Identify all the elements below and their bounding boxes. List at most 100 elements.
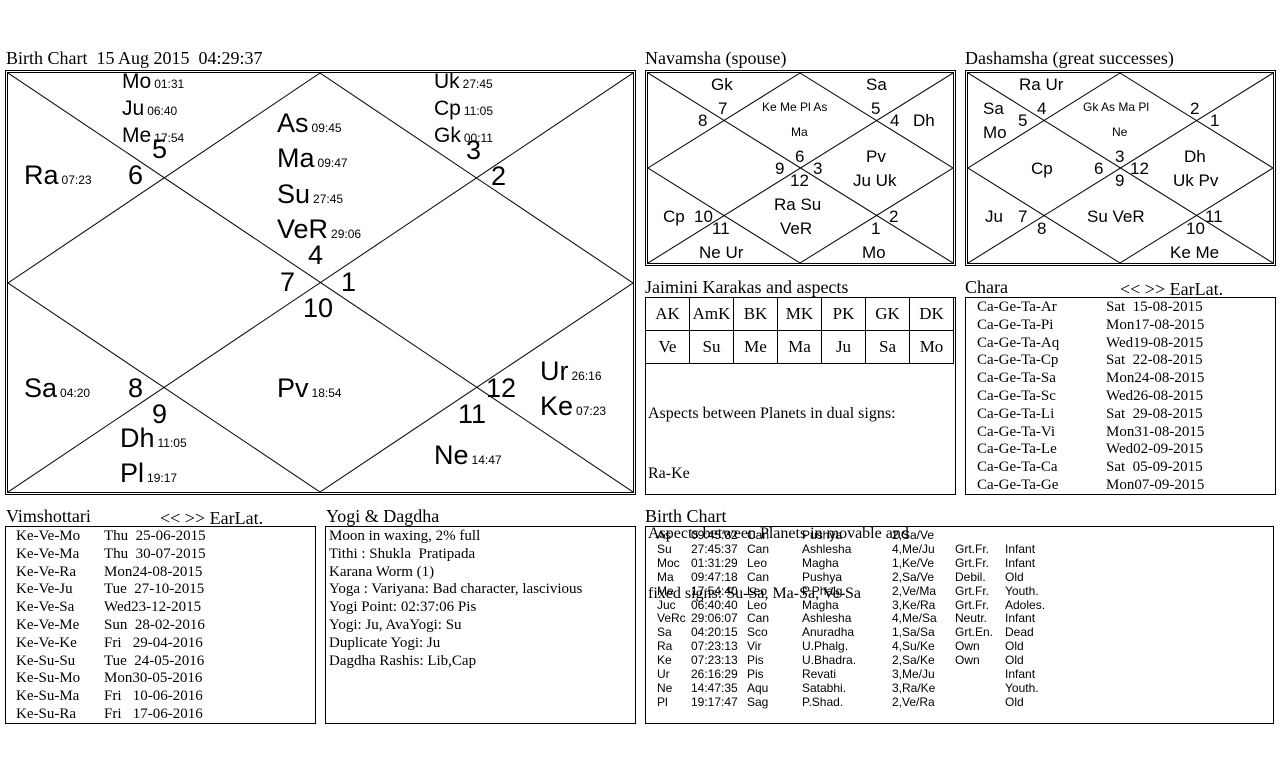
yogi-line: Yogi: Ju, AvaYogi: Su — [329, 616, 462, 633]
karaka-value: Sa — [865, 330, 910, 364]
vimshottari-nav[interactable]: << >> EarLat. — [160, 508, 264, 528]
das-left-bottom: Ju — [985, 207, 1003, 226]
cell-dignity: Debil. — [955, 569, 986, 584]
cell-age: Infant — [1005, 555, 1036, 570]
yogi-line: Tithi : Shukla Pratipada — [329, 545, 476, 562]
das-house: 12 — [1130, 159, 1149, 178]
cell-planet: VeRc — [657, 611, 686, 626]
karaka-header: MK — [777, 297, 822, 331]
cell-nakshatra: P.Shad. — [802, 694, 844, 709]
cell-longitude: 07:23:13 — [691, 653, 738, 668]
cell-age: Old — [1005, 694, 1024, 709]
cell-sign: Sag — [747, 694, 769, 709]
period-date: Sat 29-08-2015 — [1106, 405, 1203, 422]
period-name: Ke-Ve-Ju — [16, 581, 73, 598]
period-name: Ca-Ge-Ta-Sa — [977, 370, 1056, 387]
cell-longitude: 19:17:47 — [691, 694, 738, 709]
yogi-panel[interactable] — [325, 526, 636, 724]
cell-nakshatra: Revati — [802, 667, 837, 682]
das-house: 6 — [1094, 159, 1104, 178]
cell-age: Old — [1005, 569, 1024, 584]
period-name: Ke-Su-Su — [16, 652, 76, 669]
period-name: Ke-Ve-Me — [16, 616, 80, 633]
das-house: 4 — [1037, 99, 1047, 118]
cell-age: Infant — [1005, 667, 1036, 682]
karaka-value: Ju — [821, 330, 866, 364]
dashamsha-panel[interactable] — [965, 70, 1276, 266]
chara-panel[interactable] — [965, 297, 1276, 495]
cell-age: Old — [1005, 639, 1024, 654]
period-date: Tue 27-10-2015 — [104, 581, 205, 598]
das-bottom-right: Ke Me — [1170, 243, 1220, 262]
nav-bottom-left: Ne Ur — [699, 243, 744, 262]
cell-sign: Vir — [747, 639, 762, 654]
list-item[interactable]: Ke-Ve-Ju Tue 27-10-2015 — [16, 581, 206, 599]
period-name: Ca-Ge-Ta-Vi — [977, 423, 1056, 440]
das-center-bottom: Su VeR — [1087, 207, 1145, 226]
nav-right-1: Pv — [866, 147, 886, 166]
nav-top-right: Sa — [866, 75, 887, 94]
karaka-value: Me — [733, 330, 778, 364]
cell-nakshatra: Pushya — [802, 528, 843, 542]
yogi-line: Karana Worm (1) — [329, 563, 435, 580]
das-house: 2 — [1190, 99, 1200, 118]
vimshottari-panel[interactable] — [5, 526, 316, 724]
birth-chart-panel[interactable] — [5, 70, 636, 495]
navamsha-panel[interactable] — [645, 70, 956, 266]
karaka-header: AK — [645, 297, 690, 331]
cell-planet: Me — [657, 583, 674, 598]
period-name: Ca-Ge-Ta-Ar — [977, 299, 1057, 315]
cell-nakshatra: U.Bhadra. — [802, 653, 857, 668]
chara-nav[interactable]: << >> EarLat. — [1120, 279, 1224, 299]
period-date: Sat 05-09-2015 — [1106, 459, 1203, 476]
cell-dignity: Grt.Fr. — [955, 541, 989, 556]
cell-dignity: Grt.Fr. — [955, 583, 989, 598]
birth-table-panel[interactable] — [645, 526, 1274, 724]
cell-dignity — [955, 696, 1005, 710]
yogi-line: Dagdha Rashis: Lib,Cap — [329, 652, 477, 669]
